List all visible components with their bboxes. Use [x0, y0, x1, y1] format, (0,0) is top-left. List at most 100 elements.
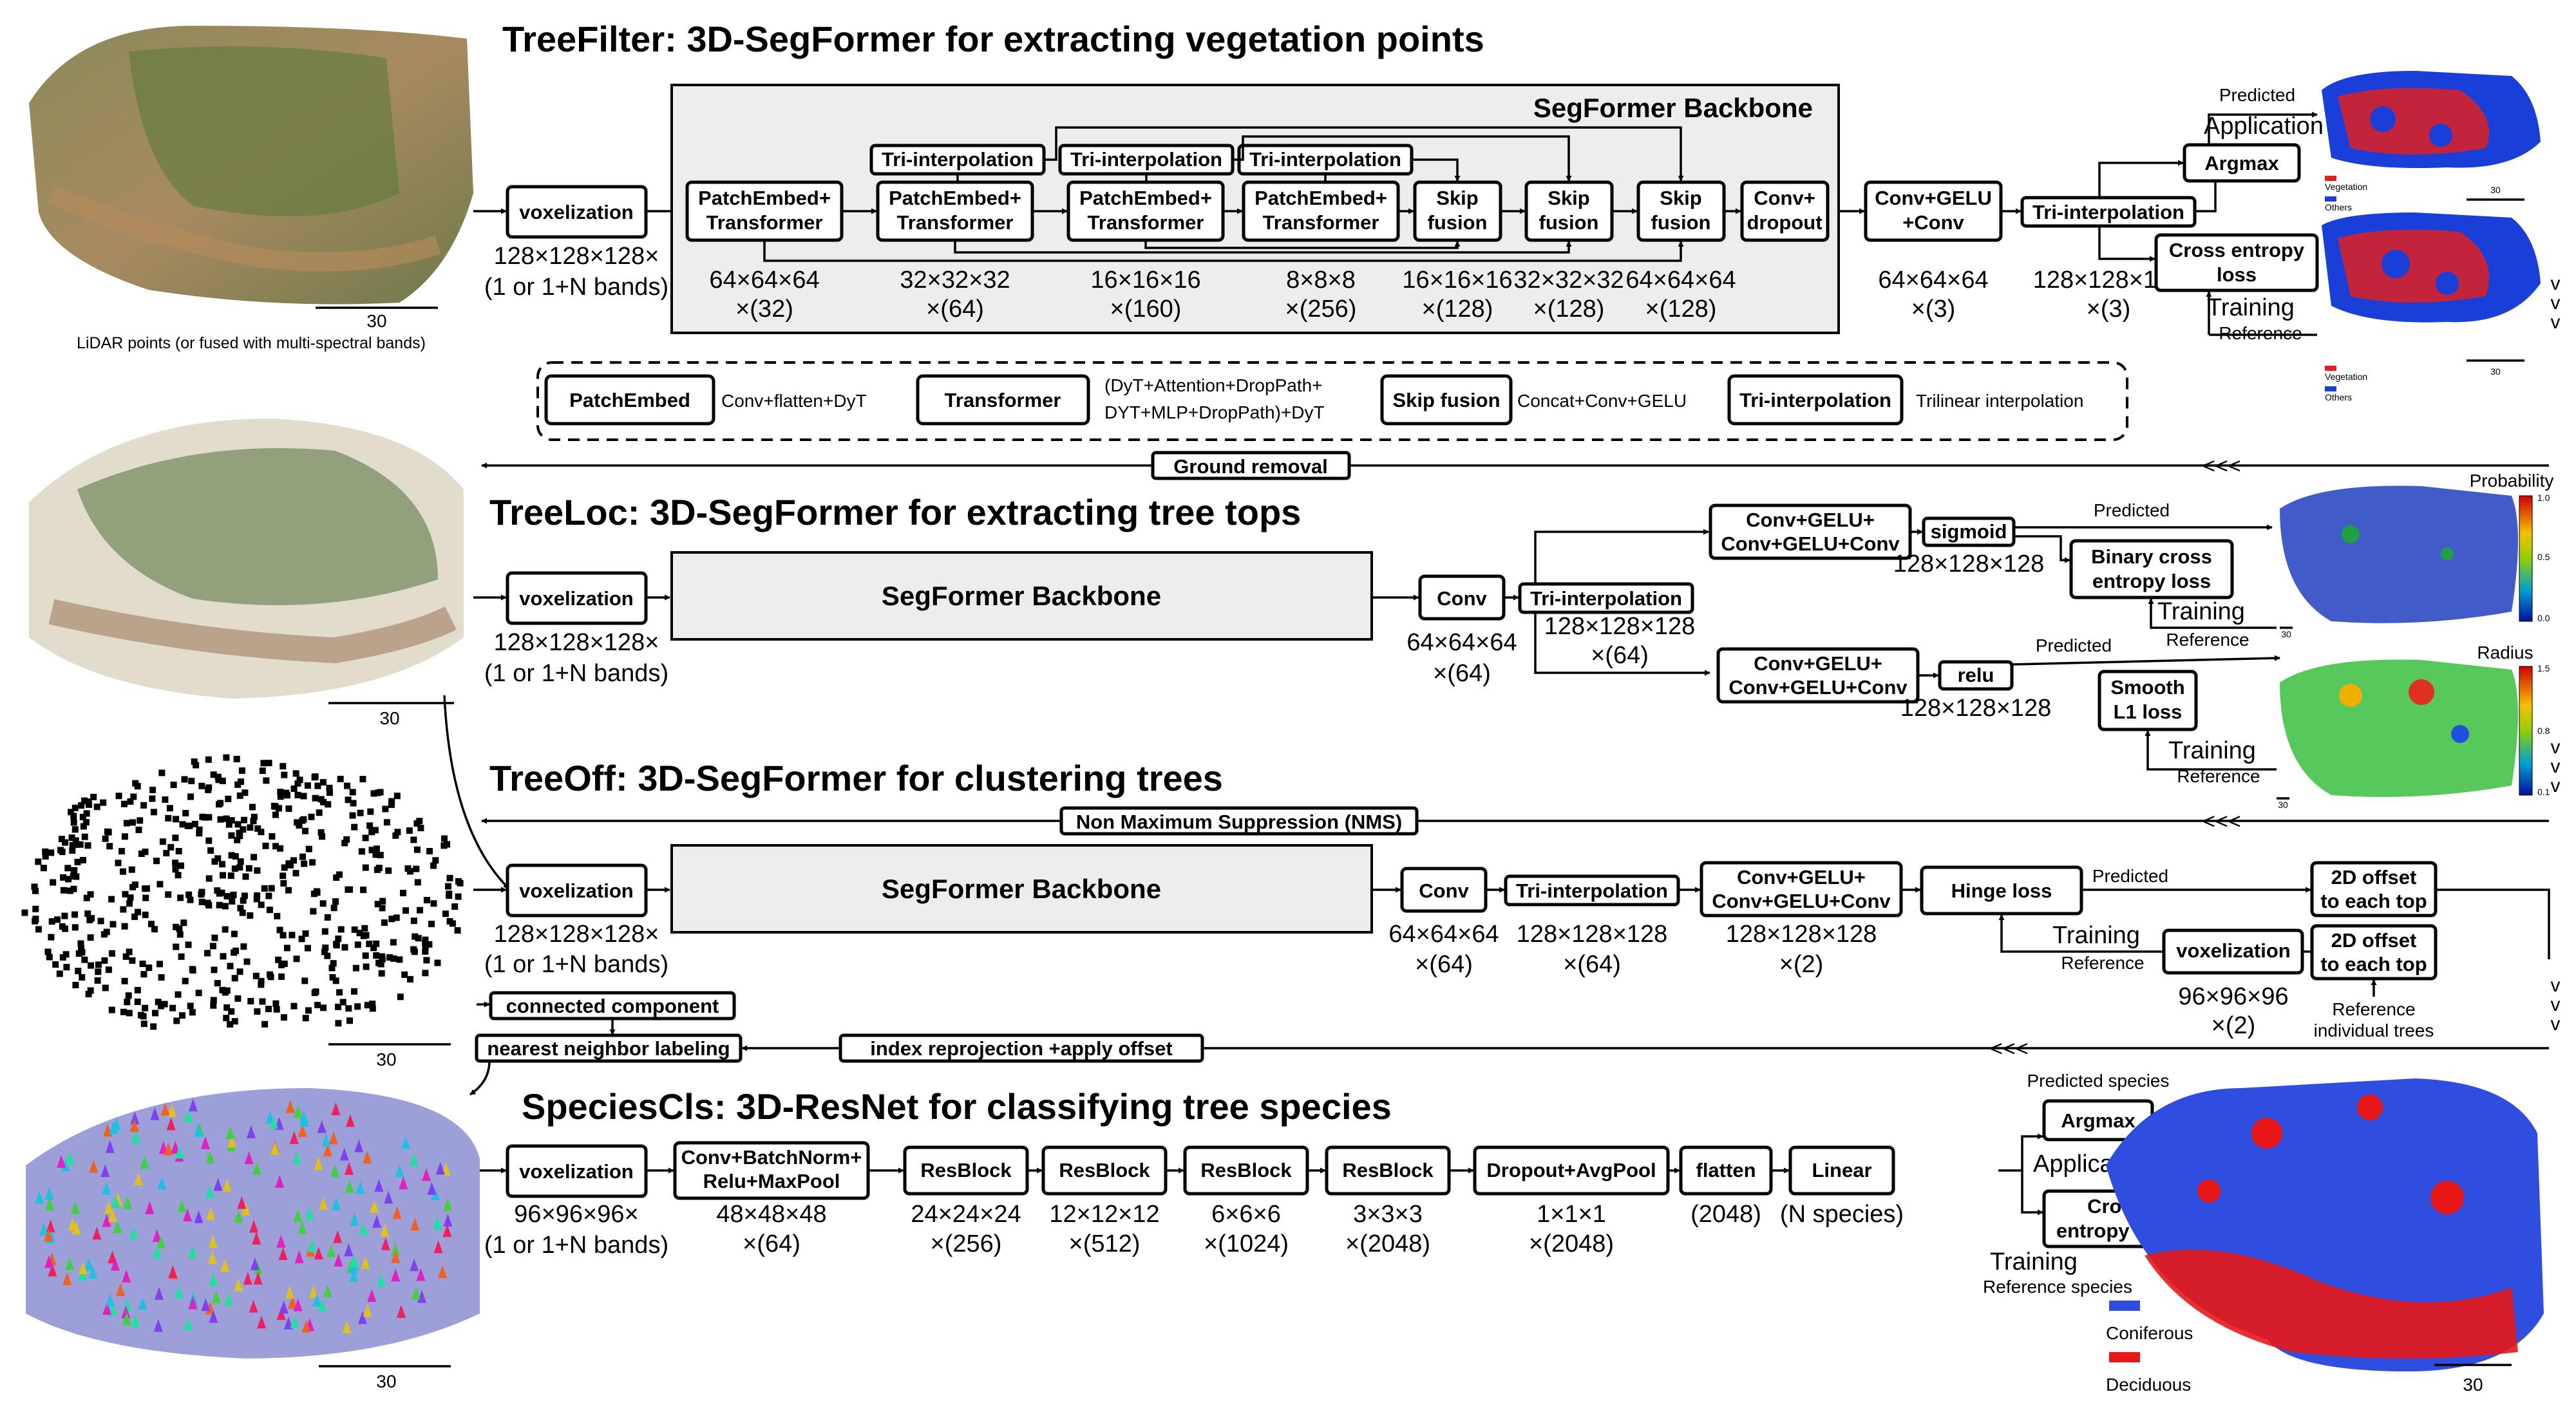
tree-top-point	[103, 928, 110, 936]
svg-text:Tri-interpolation: Tri-interpolation	[1739, 389, 1891, 411]
svg-text:Concat+Conv+GELU: Concat+Conv+GELU	[1517, 391, 1687, 411]
tree-crown	[71, 1221, 81, 1235]
tree-top-point	[173, 816, 180, 823]
tree-top-point	[44, 948, 52, 955]
tree-top-point	[79, 814, 86, 820]
tree-crown	[359, 1222, 368, 1236]
tree-top-point	[121, 977, 128, 984]
tree-top-point	[369, 1001, 376, 1008]
tree-top-point	[172, 860, 179, 867]
tree-top-point	[129, 819, 137, 826]
tree-top-point	[364, 1002, 371, 1009]
tree-crown	[89, 1160, 99, 1173]
tree-crown	[339, 1147, 349, 1161]
tree-top-point	[134, 986, 141, 993]
tree-top-point	[234, 781, 242, 788]
tree-crown	[131, 1131, 141, 1143]
tree-top-point	[126, 900, 133, 907]
tree-top-point	[196, 826, 203, 833]
tree-top-point	[372, 827, 379, 834]
tree-top-point	[269, 833, 276, 840]
treeoff-backbone	[670, 844, 1373, 934]
reprojection-label: index reprojection +apply offset	[870, 1037, 1172, 1060]
tree-crown	[45, 1198, 55, 1211]
tree-crown	[222, 1178, 232, 1192]
tree-crown	[285, 1285, 294, 1299]
tree-top-point	[320, 798, 327, 805]
tree-top-point	[78, 945, 84, 952]
tree-top-point	[377, 852, 384, 859]
tree-top-point	[185, 891, 193, 898]
tree-crown	[65, 1151, 75, 1165]
treefilter-reference-map: Vegetation Others 30	[2322, 212, 2541, 402]
tree-top-point	[173, 943, 180, 950]
tree-crown	[113, 1220, 122, 1234]
tree-crown	[246, 1125, 256, 1138]
tree-top-point	[373, 845, 380, 852]
tf-application: Application	[2204, 113, 2324, 140]
tree-top-point	[32, 917, 39, 925]
tree-crown	[342, 1320, 352, 1333]
treeoff-offset-ref: 2D offset to each top	[2310, 924, 2438, 981]
tree-crown	[152, 1246, 162, 1259]
tree-crown	[100, 1164, 110, 1178]
tree-top-point	[135, 826, 142, 833]
tree-top-point	[217, 816, 224, 823]
tree-top-point	[240, 897, 247, 904]
svg-text:Predicted: Predicted	[2092, 866, 2168, 886]
speciescls-output-map: Coniferous Deciduous 30	[2106, 1078, 2544, 1395]
treefilter-input-caption: LiDAR points (or fused with multi-spectr…	[77, 334, 426, 352]
tree-top-point	[296, 776, 303, 784]
tree-top-point	[63, 964, 70, 971]
svg-text:voxelization: voxelization	[2176, 939, 2290, 962]
tree-top-point	[377, 789, 384, 796]
species-stage-dims: ×(2048)	[1529, 1230, 1614, 1257]
tree-top-point	[178, 953, 185, 960]
tree-top-point	[129, 883, 137, 890]
tree-top-point	[186, 822, 193, 829]
tree-top-point	[228, 832, 235, 839]
tree-crown	[44, 1255, 54, 1268]
tree-top-point	[259, 998, 266, 1005]
tree-top-point	[344, 782, 351, 789]
tree-crown	[390, 1243, 400, 1256]
tree-top-point	[319, 833, 326, 840]
tree-top-point	[252, 972, 260, 979]
svg-text:30: 30	[2463, 1375, 2483, 1395]
species-stage-dims: ×(256)	[931, 1230, 1002, 1257]
tree-top-point	[68, 834, 75, 842]
tree-top-point	[423, 897, 430, 904]
svg-text:Tri-interpolation: Tri-interpolation	[1530, 587, 1682, 610]
tree-top-point	[410, 836, 417, 843]
tree-crown	[328, 1131, 338, 1145]
skip-fusion-1: Skip fusion 16×16×16 ×(128)	[1402, 180, 1513, 323]
tree-top-point	[301, 977, 308, 984]
tree-crown	[225, 1126, 235, 1140]
tree-top-point	[142, 849, 149, 856]
tree-crown	[285, 1100, 295, 1113]
tree-top-point	[322, 945, 329, 951]
svg-text:30: 30	[379, 708, 399, 728]
svg-text:128×128×128×: 128×128×128×	[494, 629, 659, 656]
tree-top-point	[42, 853, 49, 860]
tree-crown	[433, 1240, 443, 1254]
tree-top-point	[325, 801, 332, 808]
tree-top-point	[75, 968, 82, 975]
tree-top-point	[254, 1008, 261, 1015]
tree-top-point	[277, 793, 284, 800]
treefilter-input-dims-2: (1 or 1+N bands)	[484, 274, 668, 301]
svg-text:Conv+GELU+: Conv+GELU+	[1737, 866, 1866, 889]
tree-top-point	[362, 864, 369, 871]
tree-top-point	[247, 998, 254, 1004]
tree-top-point	[205, 875, 213, 882]
tree-top-point	[87, 891, 94, 898]
tree-top-point	[382, 805, 389, 813]
treefilter-input-dims-1: 128×128×128×	[494, 243, 659, 270]
tree-top-point	[432, 857, 439, 864]
tree-top-point	[123, 820, 130, 827]
tree-top-point	[441, 835, 448, 842]
tree-top-point	[278, 973, 285, 980]
tree-top-point	[135, 908, 141, 916]
tree-top-point	[193, 762, 200, 769]
tree-top-point	[227, 872, 234, 879]
